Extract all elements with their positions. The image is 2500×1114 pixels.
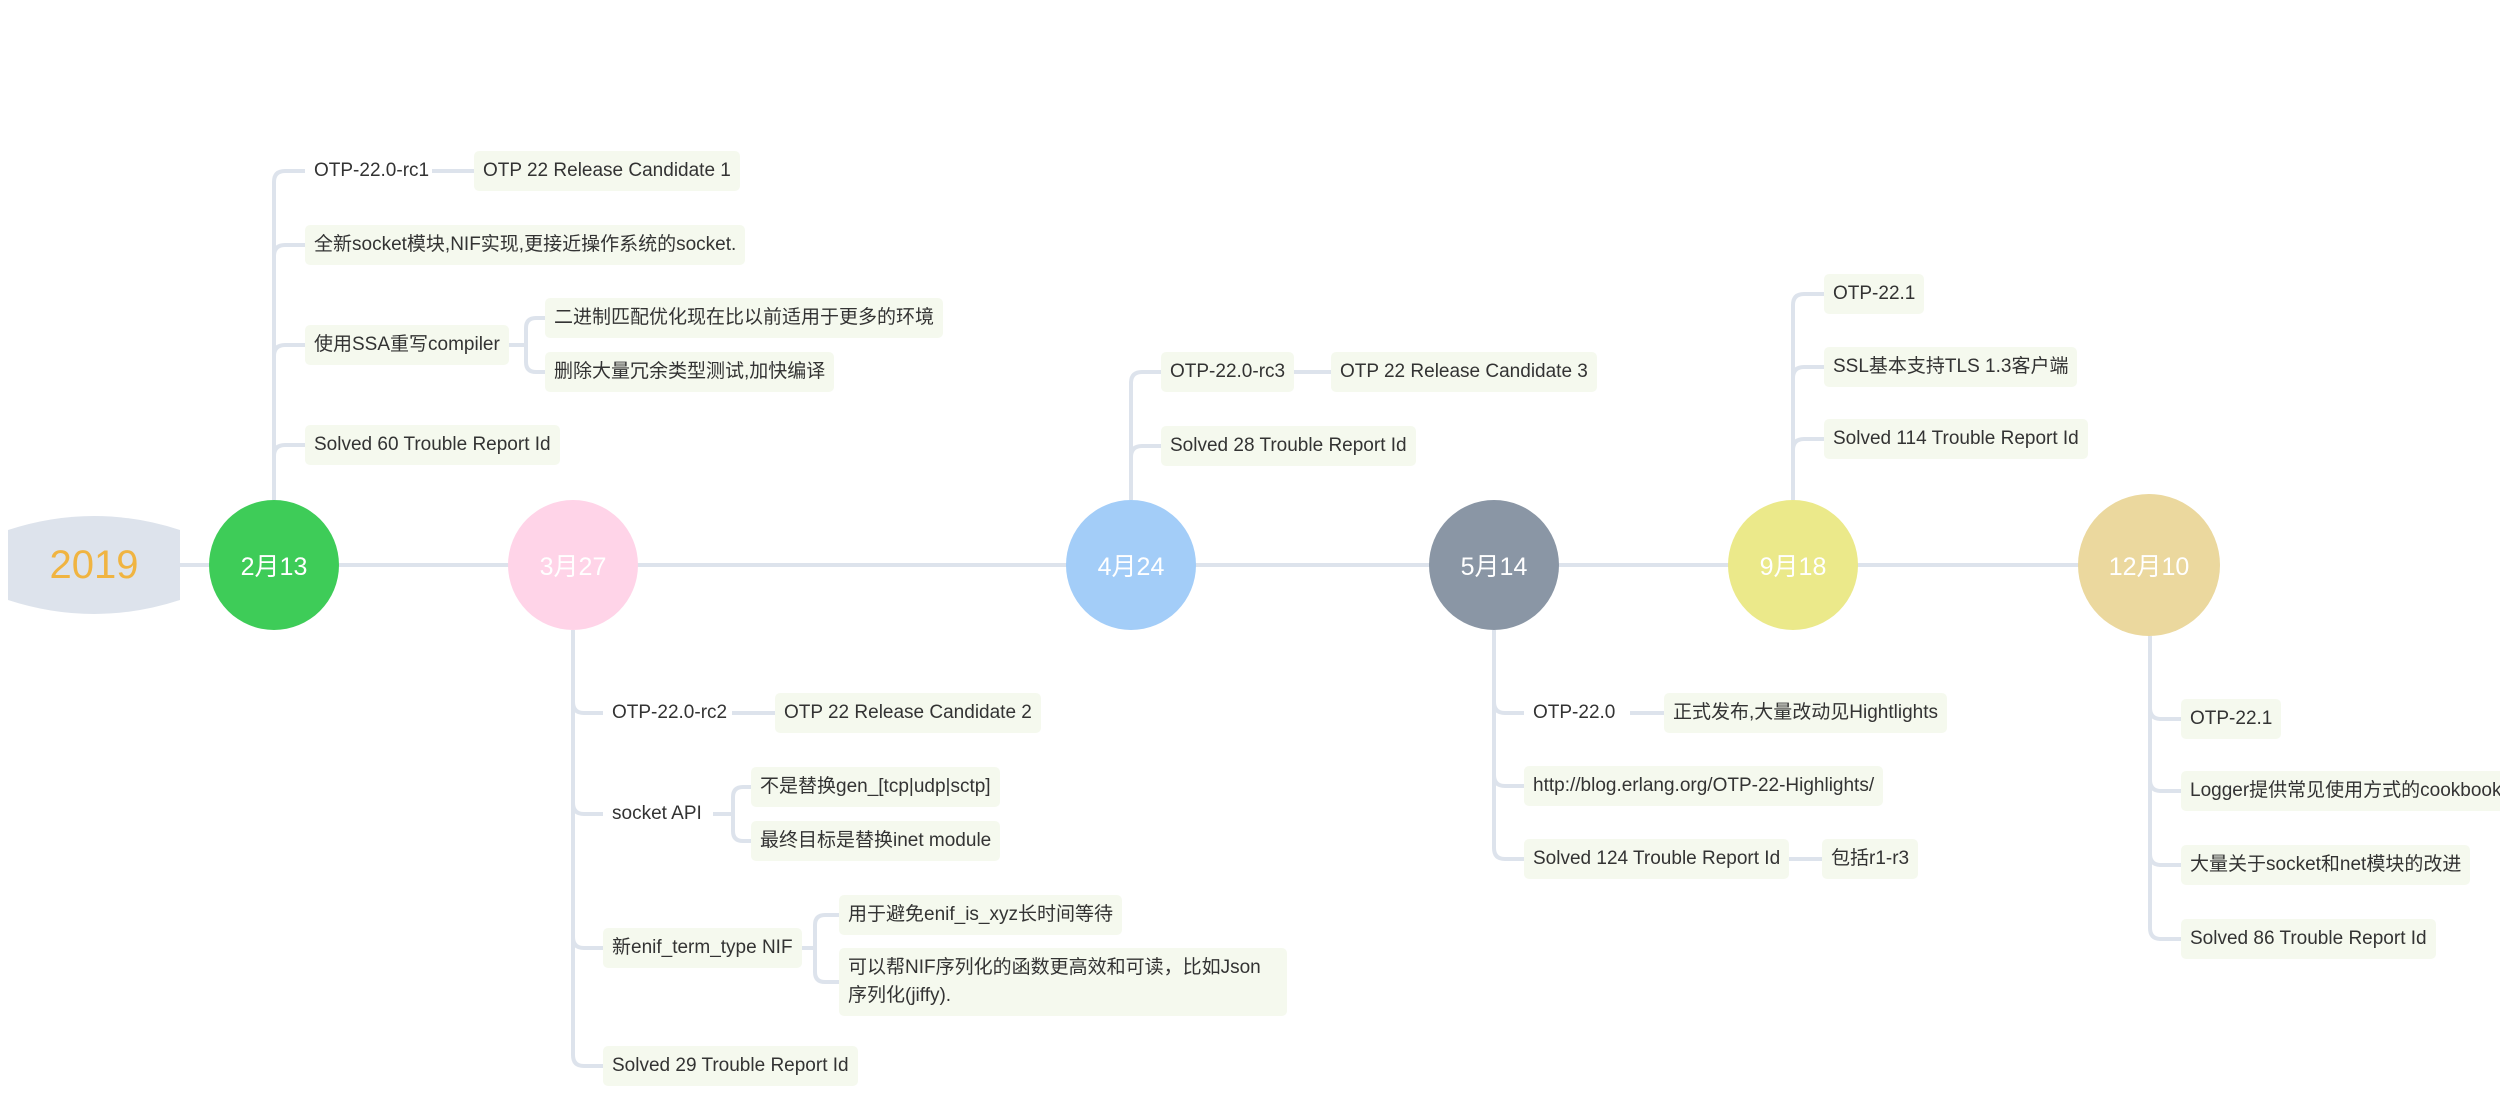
topic-mar27-enif-detail-2[interactable]: 可以帮NIF序列化的函数更高效和可读，比如Json序列化(jiffy). [839,948,1287,1016]
topic-feb13-solved[interactable]: Solved 60 Trouble Report Id [305,425,560,465]
date-node-feb13[interactable]: 2月13 [209,500,339,630]
topic-mar27-socket-api[interactable]: socket API [612,803,702,824]
topic-may14-release[interactable]: OTP-22.0 [1533,702,1616,723]
topic-feb13-rc1[interactable]: OTP-22.0-rc1 [314,160,430,181]
topic-may14-link[interactable]: http://blog.erlang.org/OTP-22-Highlights… [1524,766,1884,806]
topic-feb13-ssa-detail-2[interactable]: 删除大量冗余类型测试,加快编译 [545,352,835,392]
topic-mar27-enif[interactable]: 新enif_term_type NIF [603,928,802,968]
topic-mar27-solved[interactable]: Solved 29 Trouble Report Id [603,1046,858,1086]
topic-mar27-rc2-desc[interactable]: OTP 22 Release Candidate 2 [775,693,1041,733]
date-node-apr24[interactable]: 4月24 [1066,500,1196,630]
topic-feb13-ssa[interactable]: 使用SSA重写compiler [305,325,509,365]
topic-apr24-rc3-desc[interactable]: OTP 22 Release Candidate 3 [1331,352,1597,392]
topic-dec10-solved[interactable]: Solved 86 Trouble Report Id [2181,919,2436,959]
year-shape [8,516,180,614]
topic-feb13-socket[interactable]: 全新socket模块,NIF实现,更接近操作系统的socket. [305,225,746,265]
topic-may14-release-desc[interactable]: 正式发布,大量改动见Hightlights [1664,693,1947,733]
date-node-dec10[interactable]: 12月10 [2078,494,2220,636]
topic-sep18-solved[interactable]: Solved 114 Trouble Report Id [1824,419,2088,459]
topic-feb13-rc1-desc[interactable]: OTP 22 Release Candidate 1 [474,151,740,191]
topic-mar27-rc2[interactable]: OTP-22.0-rc2 [612,702,728,723]
topic-apr24-rc3[interactable]: OTP-22.0-rc3 [1161,352,1295,392]
date-label: 9月18 [1759,553,1827,581]
topic-may14-solved-desc[interactable]: 包括r1-r3 [1822,839,1919,879]
topic-mar27-socket-api-detail-2[interactable]: 最终目标是替换inet module [751,821,1001,861]
date-label: 12月10 [2108,553,2190,581]
topic-feb13-ssa-detail-1[interactable]: 二进制匹配优化现在比以前适用于更多的环境 [545,298,944,338]
date-node-mar27[interactable]: 3月27 [508,500,638,630]
topic-dec10-release[interactable]: OTP-22.1 [2181,699,2282,739]
date-node-sep18[interactable]: 9月18 [1728,500,1858,630]
topic-mar27-enif-detail-1[interactable]: 用于避免enif_is_xyz长时间等待 [839,895,1122,935]
date-label: 3月27 [539,553,607,581]
topic-apr24-solved[interactable]: Solved 28 Trouble Report Id [1161,426,1416,466]
topic-sep18-release[interactable]: OTP-22.1 [1824,274,1925,314]
date-node-may14[interactable]: 5月14 [1429,500,1559,630]
topic-may14-solved[interactable]: Solved 124 Trouble Report Id [1524,839,1790,879]
topic-sep18-tls[interactable]: SSL基本支持TLS 1.3客户端 [1824,347,2078,387]
year-root: 2019 [8,514,180,616]
topic-dec10-socket[interactable]: 大量关于socket和net模块的改进 [2181,845,2471,885]
date-label: 4月24 [1097,553,1165,581]
year-label: 2019 [49,542,139,587]
topic-dec10-logger[interactable]: Logger提供常见使用方式的cookbook [2181,771,2500,811]
topic-mar27-socket-api-detail-1[interactable]: 不是替换gen_[tcp|udp|sctp] [751,767,1000,807]
date-label: 5月14 [1460,553,1528,581]
date-label: 2月13 [240,553,308,581]
